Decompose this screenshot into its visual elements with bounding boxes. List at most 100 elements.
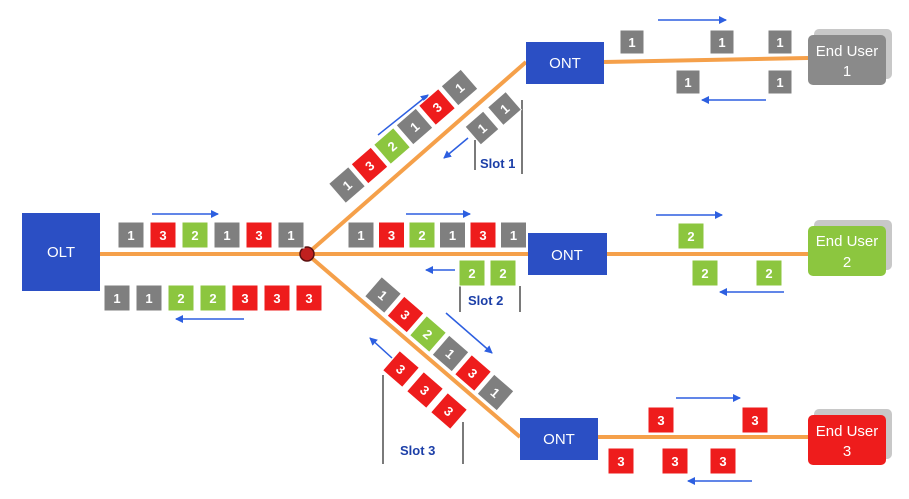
packet-box — [741, 406, 769, 434]
slot-1-bracket: Slot 1 — [474, 100, 523, 174]
packet-branch1-down-1: 1 — [327, 165, 367, 205]
packet-trunk-up-5: 3 — [231, 284, 259, 312]
packet-box — [417, 87, 457, 127]
olt-label: OLT — [47, 244, 75, 261]
packet-label: 1 — [510, 228, 517, 243]
packet-box — [767, 29, 793, 55]
packet-box — [440, 68, 479, 107]
packet-label: 1 — [145, 291, 152, 306]
packet-box — [607, 447, 635, 475]
packet-label: 2 — [177, 291, 184, 306]
packet-branch3-down-6: 1 — [476, 373, 515, 412]
packet-box — [431, 334, 470, 373]
packet-branch1-down-2: 3 — [350, 146, 389, 185]
packet-label: 3 — [671, 454, 678, 469]
packet-branch3-down-3: 2 — [408, 314, 448, 354]
packet-label: 3 — [255, 228, 262, 243]
packet-box — [464, 110, 500, 146]
packet-box — [378, 221, 405, 249]
packet-label: 2 — [765, 266, 772, 281]
packet-user3-up-2: 3 — [661, 447, 689, 475]
end-user-2: End User 2 — [808, 220, 892, 276]
packet-box — [439, 221, 466, 249]
packet-label: 3 — [657, 413, 664, 428]
packet-branch2-down-2: 3 — [378, 221, 405, 249]
ont-2-box — [528, 233, 607, 275]
packet-branch2-down-6: 1 — [500, 221, 527, 249]
packet-label: 2 — [687, 229, 694, 244]
slot-2-label: Slot 2 — [468, 293, 503, 308]
ont-node-1: ONT — [526, 42, 604, 84]
packet-box — [295, 284, 323, 312]
end-user-1-box — [808, 35, 886, 85]
packet-box — [245, 221, 273, 249]
olt-box — [22, 213, 100, 291]
packet-box — [103, 284, 131, 312]
splitter-node — [299, 246, 315, 262]
packet-label: 1 — [449, 228, 456, 243]
packet-branch1-down-3: 2 — [372, 126, 412, 166]
ont-1-label: ONT — [549, 55, 581, 72]
packet-box — [135, 284, 163, 312]
packet-box — [691, 259, 719, 287]
packet-label: 3 — [273, 291, 280, 306]
packet-branch3-down-5: 3 — [453, 353, 493, 393]
packet-box — [181, 221, 209, 249]
packet-box — [709, 447, 737, 475]
packet-label: 1 — [628, 35, 635, 50]
packet-label: 1 — [776, 75, 783, 90]
packet-label: 1 — [776, 35, 783, 50]
packet-box — [408, 221, 436, 249]
packet-box — [167, 284, 195, 312]
end-user-2-line1: End User — [816, 233, 879, 250]
olt-node: OLT — [22, 213, 100, 291]
packet-branch3-down-4: 1 — [431, 334, 470, 373]
packet-label: 1 — [127, 228, 134, 243]
arrow-branch3-up — [369, 337, 393, 359]
packet-box — [429, 391, 469, 431]
packet-box — [263, 284, 291, 312]
packet-label: 3 — [751, 413, 758, 428]
packet-label: 3 — [719, 454, 726, 469]
ont-1-box — [526, 42, 604, 84]
packet-label: 3 — [241, 291, 248, 306]
packet-trunk-up-7: 3 — [295, 284, 323, 312]
packet-branch1-down-6: 1 — [440, 68, 479, 107]
packet-box — [277, 221, 305, 249]
packet-label: 2 — [701, 266, 708, 281]
packet-box — [117, 221, 145, 249]
packet-box — [350, 146, 389, 185]
direction-arrows — [152, 16, 784, 485]
packet-branch2-up-1: 2 — [458, 259, 486, 287]
packet-box — [677, 222, 705, 250]
fiber-splitter-ont-1 — [305, 60, 528, 256]
packet-box — [709, 29, 735, 55]
packet-box — [231, 284, 259, 312]
packet-box — [149, 221, 177, 249]
packet-label: 2 — [191, 228, 198, 243]
end-user-2-box — [808, 226, 886, 276]
packet-box — [395, 107, 434, 146]
end-user-3-line2: 3 — [843, 443, 851, 460]
packet-branch2-down-4: 1 — [439, 221, 466, 249]
packet-trunk-down-5: 3 — [245, 221, 273, 249]
packet-user1-down-2: 1 — [709, 29, 735, 55]
packet-label: 2 — [468, 266, 475, 281]
packet-user1-up-1: 1 — [675, 69, 701, 95]
packet-box — [453, 353, 493, 393]
packet-box — [489, 259, 517, 287]
packet-box — [327, 165, 367, 205]
packet-branch2-down-5: 3 — [469, 221, 497, 249]
packet-user1-down-1: 1 — [619, 29, 645, 55]
slot-3-bracket: Slot 3 — [382, 375, 464, 464]
packet-trunk-down-2: 3 — [149, 221, 177, 249]
packet-trunk-down-4: 1 — [213, 221, 241, 249]
packet-trunk-up-4: 2 — [199, 284, 227, 312]
packet-label: 3 — [159, 228, 166, 243]
packet-box — [767, 69, 793, 95]
end-user-1: End User 1 — [808, 29, 892, 85]
packet-user2-up-2: 2 — [755, 259, 783, 287]
end-user-3: End User 3 — [808, 409, 892, 465]
slot-2-bracket: Slot 2 — [459, 286, 521, 312]
